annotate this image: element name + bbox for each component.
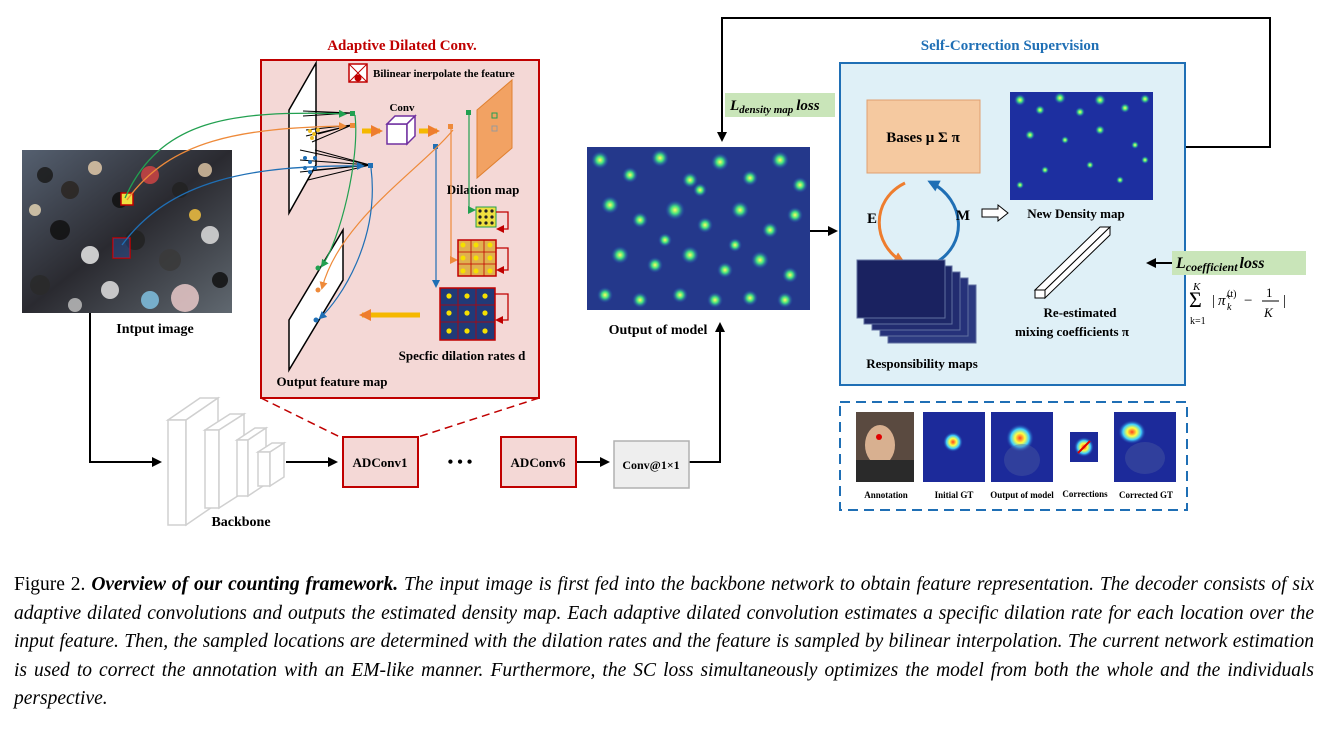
bottom-label-initial-gt: Initial GT: [935, 490, 974, 500]
input-image: [22, 150, 232, 313]
svg-text:K: K: [1192, 281, 1201, 293]
density-loss-tag: [725, 93, 835, 117]
new-density-map: [1010, 92, 1153, 200]
svg-text:Σ: Σ: [1189, 287, 1202, 312]
adconv6-label: ADConv6: [511, 455, 566, 470]
svg-text:(t): (t): [1227, 289, 1236, 300]
self-correction-title: Self-Correction Supervision: [921, 38, 1100, 54]
output-density-image: [587, 147, 810, 310]
output-model-small-image: [991, 412, 1053, 482]
initial-gt-image: [923, 412, 985, 482]
grid-small: [475, 206, 509, 233]
bilinear-icon: [348, 63, 368, 83]
coef-loss-tag: [1172, 251, 1306, 275]
output-model-label: Output of model: [609, 323, 708, 338]
specific-rates-label: Specfic dilation rates d: [399, 348, 527, 363]
bottom-label-corrected-gt: Corrected GT: [1119, 490, 1173, 500]
svg-text:k: k: [1227, 302, 1232, 313]
dilation-map-label: Dilation map: [447, 182, 520, 197]
figure-caption: Figure 2. Overview of our counting frame…: [14, 571, 1314, 714]
conv-label: Conv: [389, 102, 415, 114]
coef-formula: K Σ k=1 | π̃ (t) k − 1 K |: [1189, 281, 1286, 327]
bottom-label-annotation: Annotation: [864, 490, 908, 500]
m-arrow-icon: [981, 203, 1009, 223]
reestimated-label-2: mixing coefficients π: [1015, 324, 1129, 339]
svg-text:K: K: [1263, 305, 1274, 320]
svg-text:|: |: [1283, 293, 1286, 309]
reestimated-bar: [1033, 225, 1112, 300]
corrected-gt-image: [1114, 412, 1176, 482]
svg-text:−: −: [1244, 293, 1252, 309]
corrections-image: [1070, 432, 1098, 462]
adconv6-box: [500, 436, 577, 488]
conv-cube: [385, 114, 417, 146]
conv1x1-box: [613, 440, 690, 489]
backbone-label: Backbone: [211, 515, 270, 530]
bilinear-label: Bilinear inerpolate the feature: [373, 68, 515, 80]
adaptive-title: Adaptive Dilated Conv.: [327, 38, 477, 54]
grid-medium: [457, 239, 509, 277]
annotation-image: [856, 412, 914, 482]
bottom-label-corrections: Corrections: [1062, 489, 1108, 499]
reestimated-label-1: Re-estimated: [1044, 305, 1118, 320]
new-density-label: New Density map: [1027, 206, 1125, 221]
grid-large: [439, 287, 509, 341]
bases-box: [866, 99, 981, 174]
dilation-map: [476, 78, 513, 180]
responsibility-label: Responsibility maps: [866, 356, 978, 371]
svg-text:|: |: [1212, 293, 1215, 309]
framework-figure: Intput image Adaptive Dilated Conv. Bil: [22, 17, 1306, 530]
input-feature-plane: [288, 60, 317, 216]
adconv1-label: ADConv1: [353, 455, 408, 470]
svg-text:k=1: k=1: [1190, 316, 1206, 327]
backbone: [165, 396, 287, 527]
m-label: M: [956, 208, 970, 224]
caption-title: Overview of our counting framework.: [91, 574, 399, 595]
input-image-label: Intput image: [116, 322, 193, 337]
responsibility-maps: [856, 259, 977, 344]
caption-text: The input image is first fed into the ba…: [14, 574, 1315, 709]
bottom-label-output: Output of model: [990, 490, 1054, 500]
conv1x1-label: Conv@1×1: [622, 458, 679, 472]
e-label: E: [867, 211, 877, 227]
bases-label: Bases μ Σ π: [886, 130, 960, 146]
svg-text:1: 1: [1266, 285, 1273, 300]
output-feature-label: Output feature map: [277, 374, 388, 389]
adconv1-box: [342, 436, 419, 488]
caption-lead: Figure 2.: [14, 574, 86, 595]
ellipsis: • • •: [448, 454, 473, 471]
